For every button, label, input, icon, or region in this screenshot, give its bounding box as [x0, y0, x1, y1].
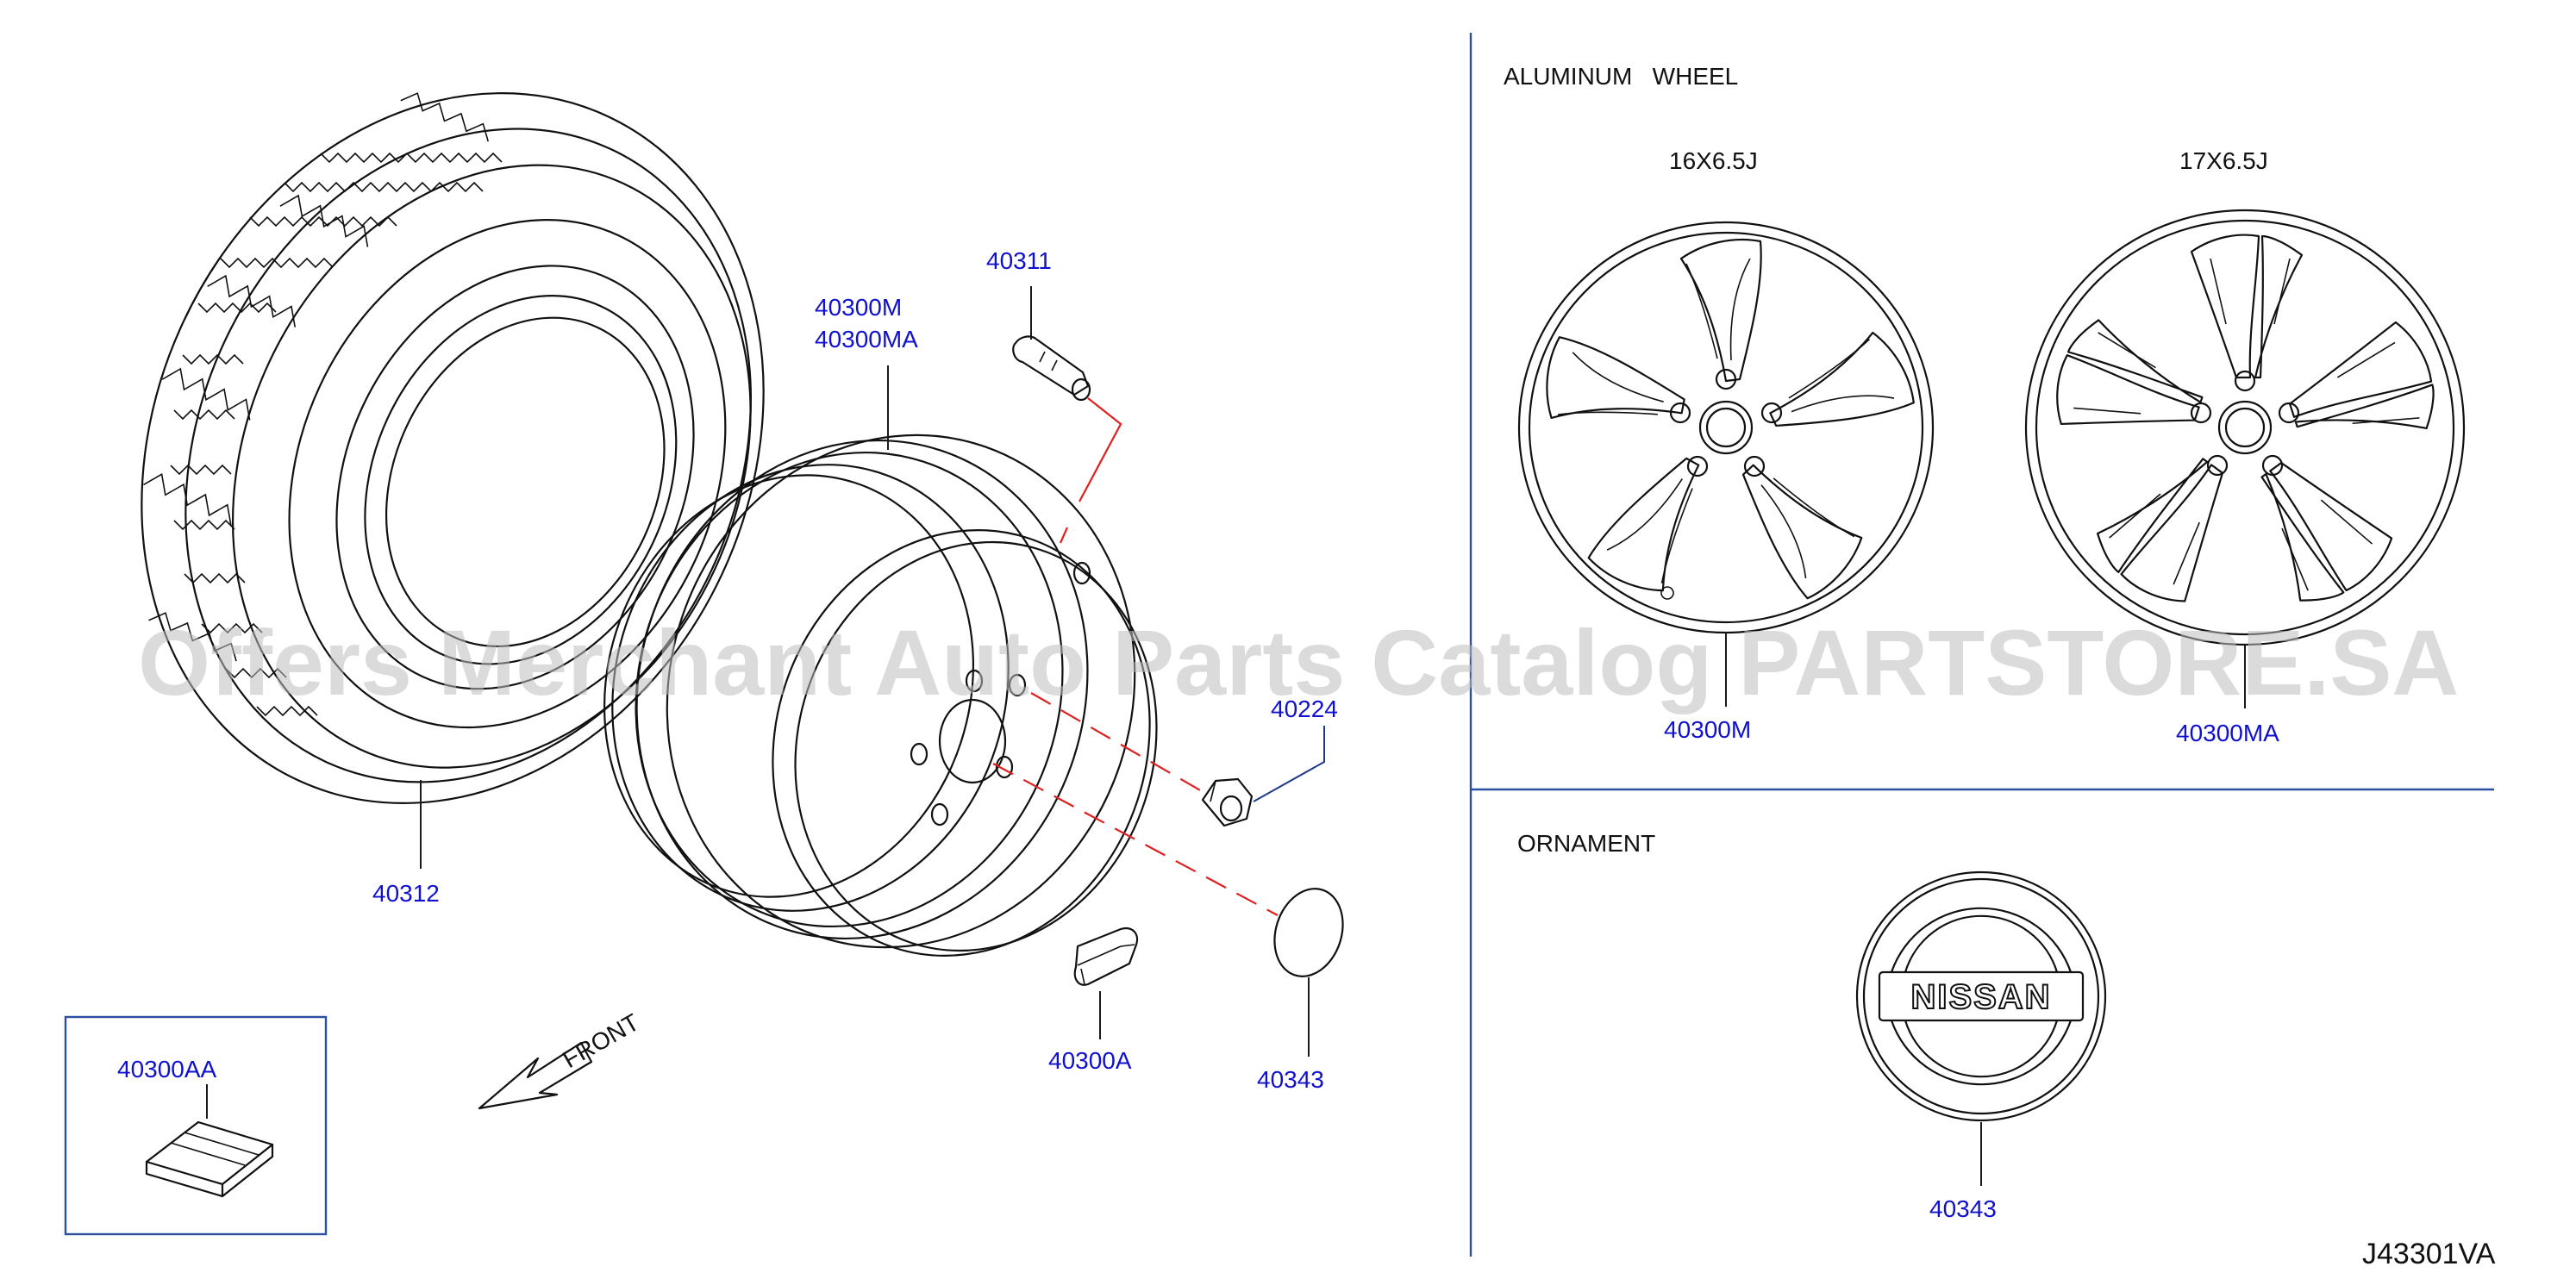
part-number-40300a[interactable]: 40300A	[1048, 1047, 1132, 1074]
part-number-40300m-alloy[interactable]: 40300M	[1664, 716, 1751, 743]
steel-wheel-illustration	[603, 434, 1158, 957]
alloy-wheel-17	[2024, 209, 2466, 646]
part-number-40343-hubcap[interactable]: 40343	[1257, 1066, 1324, 1093]
diagram-code: J43301VA	[2362, 1238, 2496, 1270]
part-number-40224[interactable]: 40224	[1271, 696, 1338, 722]
front-label: FRONT	[559, 1008, 644, 1073]
nissan-ornament: NISSAN	[1855, 870, 2107, 1122]
nissan-logo-text: NISSAN	[1910, 978, 2051, 1016]
part-number-40300aa[interactable]: 40300AA	[117, 1056, 217, 1082]
weight-set-box	[64, 1015, 328, 1236]
balance-weight-illustration	[1073, 927, 1139, 986]
valve-stem-illustration	[1012, 335, 1091, 402]
part-number-40311[interactable]: 40311	[986, 247, 1052, 274]
lug-nut-illustration	[1201, 777, 1254, 827]
wheel-size-16: 16X6.5J	[1669, 147, 1758, 174]
hub-cap-leader	[992, 763, 1310, 1057]
front-arrow	[478, 1041, 593, 1110]
part-number-40312[interactable]: 40312	[372, 880, 440, 907]
wheel-size-17: 17X6.5J	[2179, 147, 2268, 174]
lug-nut-leader	[1030, 692, 1325, 802]
part-number-40300ma-alloy[interactable]: 40300MA	[2176, 720, 2279, 746]
part-number-40343-ornament[interactable]: 40343	[1929, 1195, 1997, 1222]
part-number-40300m[interactable]: 40300M	[815, 294, 902, 321]
valve-leader	[1030, 286, 1122, 544]
hub-cap-illustration	[1273, 888, 1344, 977]
tire-illustration	[141, 92, 765, 804]
panel-separators	[1469, 33, 2494, 1257]
section-ornament: ORNAMENT	[1517, 830, 1655, 857]
section-aluminum-wheel: ALUMINUM WHEEL	[1504, 63, 1738, 90]
tire-tread-pattern	[170, 152, 503, 717]
alloy-wheel-16	[1517, 221, 1935, 634]
part-number-40300ma[interactable]: 40300MA	[815, 326, 918, 353]
watermark-text: Offers Merchant Auto Parts Catalog PARTS…	[138, 610, 2459, 714]
